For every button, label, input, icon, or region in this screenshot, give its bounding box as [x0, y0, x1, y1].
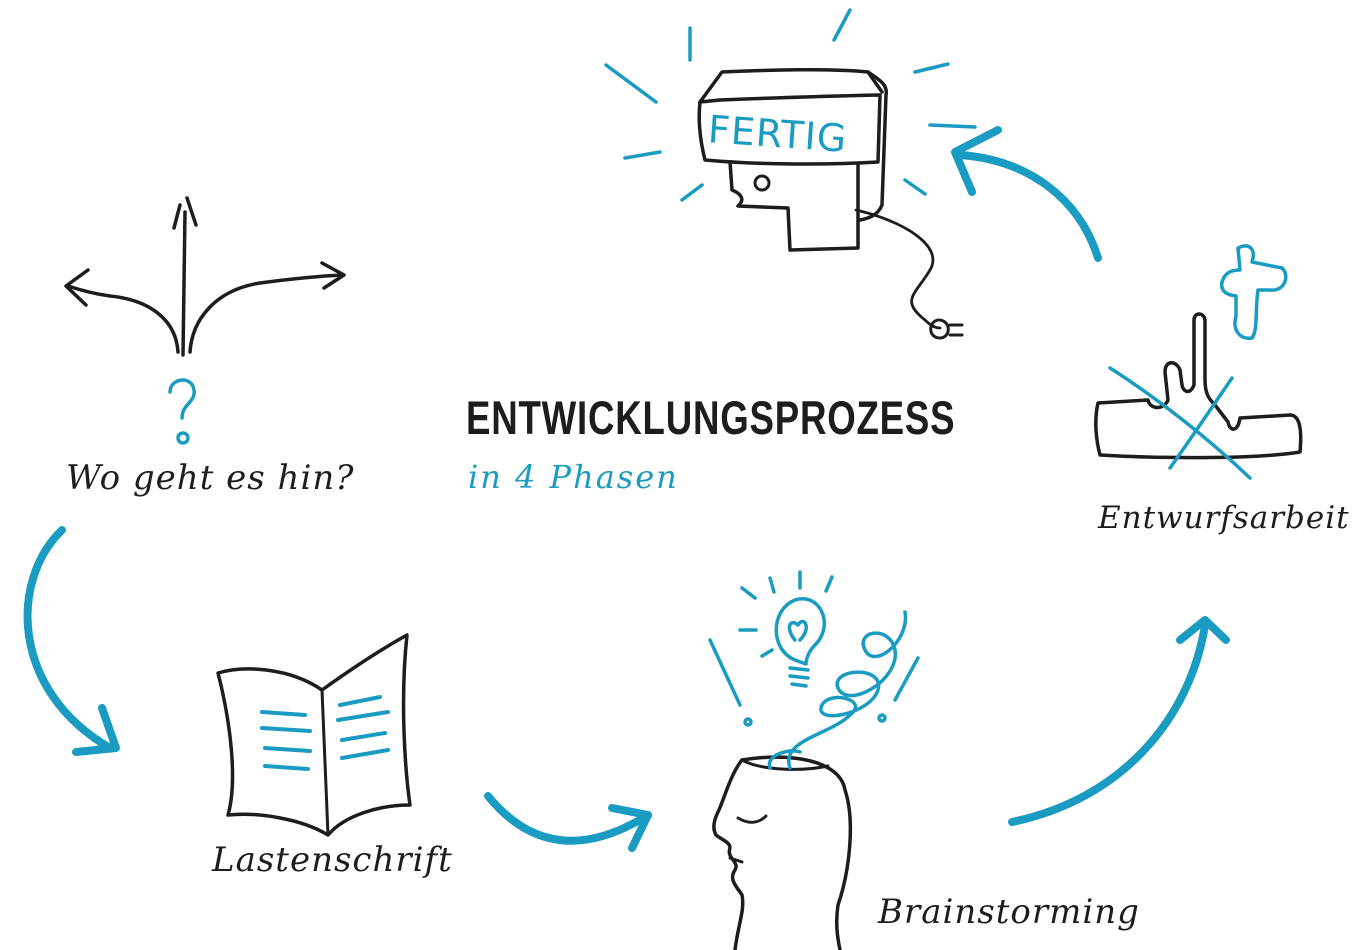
diagram-subtitle: in 4 Phasen [468, 458, 679, 496]
flow-arrow-4 [951, 126, 1102, 262]
phase-label-entwurfsarbeit: Entwurfsarbeit [1098, 500, 1350, 536]
flow-arrow-3 [1008, 616, 1230, 826]
lightbulb-icon [738, 570, 834, 688]
open-book-icon [216, 633, 412, 837]
question-mark-icon [168, 378, 196, 445]
flow-arrow-2 [484, 792, 652, 852]
diagram-title: ENTWICKLUNGSPROZESS [466, 391, 956, 444]
thinking-head-icon [712, 755, 853, 950]
phase-label-lastenschrift: Lastenschrift [212, 840, 453, 880]
fertig-machine-icon [604, 8, 977, 340]
ideas-swirl-icon [708, 610, 920, 770]
phase-label-brainstorming: Brainstorming [878, 892, 1140, 932]
phase-label-wo-geht-es-hin: Wo geht es hin? [66, 458, 355, 498]
crossroads-arrows-icon [64, 196, 346, 357]
draft-sketch-icon [1094, 244, 1303, 480]
flow-arrow-1 [23, 526, 120, 756]
